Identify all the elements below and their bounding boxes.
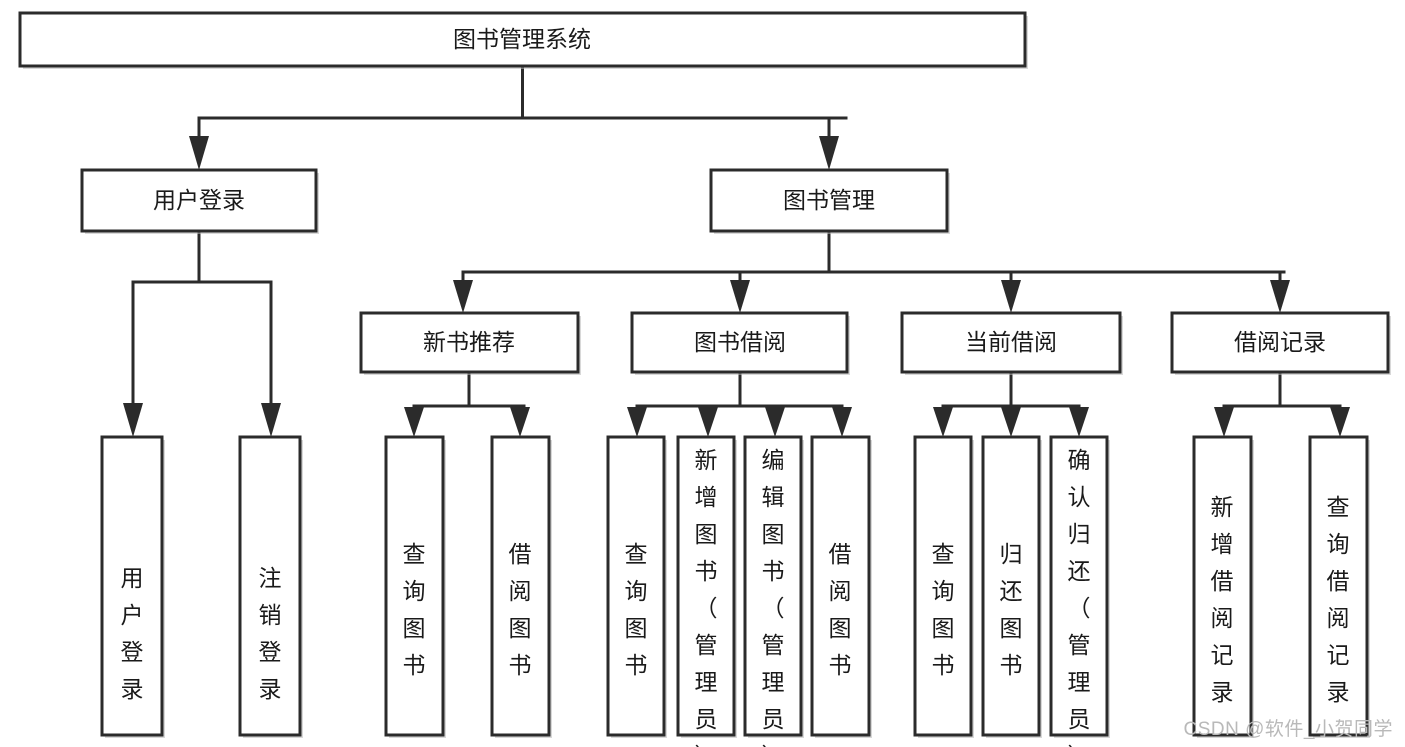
node-book-borrow-box[interactable]: [630, 311, 849, 374]
node-user-login[interactable]: 用户登录: [80, 168, 319, 234]
node-leaf-query-record-label: 查询借阅记录: [1327, 494, 1350, 705]
node-leaf-user-logout-box[interactable]: [238, 435, 302, 737]
arrow-borrowrecord-c1: [1214, 407, 1234, 437]
node-leaf-add-book[interactable]: 新增图书（管理员）: [676, 435, 737, 747]
node-borrow-record-box[interactable]: [1170, 311, 1390, 374]
node-user-login-label: 用户登录: [153, 187, 245, 213]
arrow-bookborrow-c4: [832, 407, 852, 437]
arrow-userlogin-c2: [261, 403, 281, 437]
node-root-box[interactable]: [18, 11, 1027, 68]
node-leaf-add-book-label: 新增图书（管理员）: [695, 447, 718, 747]
node-leaf-add-record-label: 新增借阅记录: [1211, 494, 1234, 705]
node-book-manage-label: 图书管理: [783, 187, 875, 213]
node-root[interactable]: 图书管理系统: [18, 11, 1028, 69]
node-leaf-edit-book[interactable]: 编辑图书（管理员）: [743, 435, 804, 747]
arrow-bookborrow-c3: [765, 407, 785, 437]
node-leaf-user-logout[interactable]: 注销登录: [238, 435, 303, 738]
node-leaf-query-record-box[interactable]: [1308, 435, 1369, 737]
arrow-currentborrow-c2: [1001, 407, 1021, 437]
node-leaf-add-record-box[interactable]: [1192, 435, 1253, 737]
arrow-newbook-c1: [404, 407, 424, 437]
node-leaf-add-book-box[interactable]: [676, 435, 736, 737]
node-borrow-record[interactable]: 借阅记录: [1170, 311, 1391, 375]
node-book-borrow-label: 图书借阅: [694, 329, 786, 355]
node-leaf-edit-book-box[interactable]: [743, 435, 803, 737]
node-leaf-query-book-1-label: 查询图书: [403, 541, 426, 678]
arrow-bm-c2: [730, 280, 750, 313]
node-leaf-user-login-box[interactable]: [100, 435, 164, 737]
node-leaf-query-book-2-label: 查询图书: [625, 541, 648, 678]
node-new-book-rec[interactable]: 新书推荐: [359, 311, 581, 375]
node-new-book-rec-label: 新书推荐: [423, 329, 515, 355]
node-book-manage-box[interactable]: [709, 168, 949, 233]
node-leaf-borrow-book-2-box[interactable]: [810, 435, 871, 737]
node-leaf-query-record[interactable]: 查询借阅记录: [1308, 435, 1370, 738]
node-current-borrow-box[interactable]: [900, 311, 1122, 374]
node-leaf-confirm-return-box[interactable]: [1049, 435, 1109, 737]
node-leaf-edit-book-label: 编辑图书（管理员）: [762, 447, 785, 747]
node-leaf-query-book-3-box[interactable]: [913, 435, 973, 737]
node-leaf-borrow-book-1-box[interactable]: [490, 435, 551, 737]
arrow-currentborrow-c3: [1069, 407, 1089, 437]
node-leaf-return-book[interactable]: 归还图书: [981, 435, 1042, 738]
node-leaf-query-book-1[interactable]: 查询图书: [384, 435, 446, 738]
arrow-bm-c1: [453, 280, 473, 313]
node-leaf-confirm-return[interactable]: 确认归还（管理员）: [1049, 435, 1110, 747]
node-leaf-user-login[interactable]: 用户登录: [100, 435, 165, 738]
node-leaf-query-book-3[interactable]: 查询图书: [913, 435, 974, 738]
node-leaf-query-book-2-box[interactable]: [606, 435, 666, 737]
arrow-bookborrow-c1: [627, 407, 647, 437]
node-leaf-query-book-3-label: 查询图书: [932, 541, 955, 678]
node-current-borrow[interactable]: 当前借阅: [900, 311, 1123, 375]
node-leaf-borrow-book-2-label: 借阅图书: [829, 541, 852, 678]
arrow-bm-c4: [1270, 280, 1290, 313]
arrow-root-to-bookmanage: [819, 136, 839, 170]
arrow-newbook-c2: [510, 407, 530, 437]
node-book-manage[interactable]: 图书管理: [709, 168, 950, 234]
node-borrow-record-label: 借阅记录: [1234, 329, 1326, 355]
node-new-book-rec-box[interactable]: [359, 311, 580, 374]
node-leaf-user-logout-label: 注销登录: [259, 565, 282, 702]
arrow-borrowrecord-c2: [1330, 407, 1350, 437]
node-leaf-query-book-2[interactable]: 查询图书: [606, 435, 667, 738]
node-leaf-add-record[interactable]: 新增借阅记录: [1192, 435, 1254, 738]
node-leaf-return-book-label: 归还图书: [1000, 541, 1023, 678]
node-leaf-user-login-label: 用户登录: [121, 565, 144, 702]
node-book-borrow[interactable]: 图书借阅: [630, 311, 850, 375]
arrow-root-to-userlogin: [189, 136, 209, 170]
connector-layer: [123, 64, 1350, 437]
node-leaf-borrow-book-1-label: 借阅图书: [509, 541, 532, 678]
arrow-bm-c3: [1001, 280, 1021, 313]
csdn-watermark: CSDN @软件_小贺同学: [1183, 719, 1393, 740]
node-user-login-box[interactable]: [80, 168, 318, 233]
node-leaf-borrow-book-1[interactable]: 借阅图书: [490, 435, 552, 738]
arrow-bookborrow-c2: [698, 407, 718, 437]
arrow-currentborrow-c1: [933, 407, 953, 437]
arrow-userlogin-c1: [123, 403, 143, 437]
node-leaf-borrow-book-2[interactable]: 借阅图书: [810, 435, 872, 738]
node-leaf-return-book-box[interactable]: [981, 435, 1041, 737]
node-leaf-confirm-return-label: 确认归还（管理员）: [1068, 447, 1091, 747]
node-current-borrow-label: 当前借阅: [965, 329, 1057, 355]
node-root-label: 图书管理系统: [453, 26, 591, 52]
node-leaf-query-book-1-box[interactable]: [384, 435, 445, 737]
